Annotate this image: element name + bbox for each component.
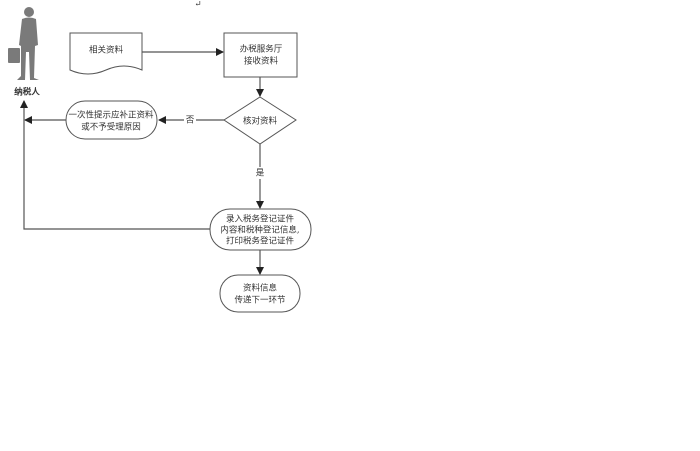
node-related-docs: 相关资料 bbox=[69, 32, 143, 75]
node-receive: 办税服务厅 接收资料 bbox=[223, 32, 298, 78]
svg-text:资料信息: 资料信息 bbox=[243, 283, 278, 294]
node-register: 录入税务登记证件 内容和税种登记信息, 打印税务登记证件 bbox=[209, 208, 312, 251]
paragraph-mark: ↵ bbox=[194, 0, 201, 10]
svg-text:录入税务登记证件: 录入税务登记证件 bbox=[226, 214, 295, 225]
edge-no-label: 否 bbox=[186, 116, 195, 126]
node-reject: 一次性提示应补正资料 或不予受理原因 bbox=[65, 100, 158, 140]
svg-text:或不予受理原因: 或不予受理原因 bbox=[81, 122, 141, 133]
svg-text:办税服务厅: 办税服务厅 bbox=[240, 44, 283, 55]
svg-text:传递下一环节: 传递下一环节 bbox=[234, 295, 286, 306]
svg-text:打印税务登记证件: 打印税务登记证件 bbox=[226, 236, 295, 247]
svg-text:内容和税种登记信息,: 内容和税种登记信息, bbox=[220, 225, 299, 236]
taxpayer-label: 纳税人 bbox=[14, 87, 40, 98]
svg-text:相关资料: 相关资料 bbox=[89, 45, 124, 56]
edge-yes-label: 是 bbox=[256, 169, 265, 179]
svg-text:接收资料: 接收资料 bbox=[244, 56, 279, 67]
edge-register-taxpayer bbox=[20, 100, 210, 230]
node-check: 核对资料 bbox=[223, 96, 297, 145]
taxpayer-figure-icon bbox=[8, 7, 39, 80]
svg-text:一次性提示应补正资料: 一次性提示应补正资料 bbox=[68, 110, 154, 121]
node-forward: 资料信息 传递下一环节 bbox=[219, 274, 301, 313]
svg-text:核对资料: 核对资料 bbox=[243, 116, 278, 127]
